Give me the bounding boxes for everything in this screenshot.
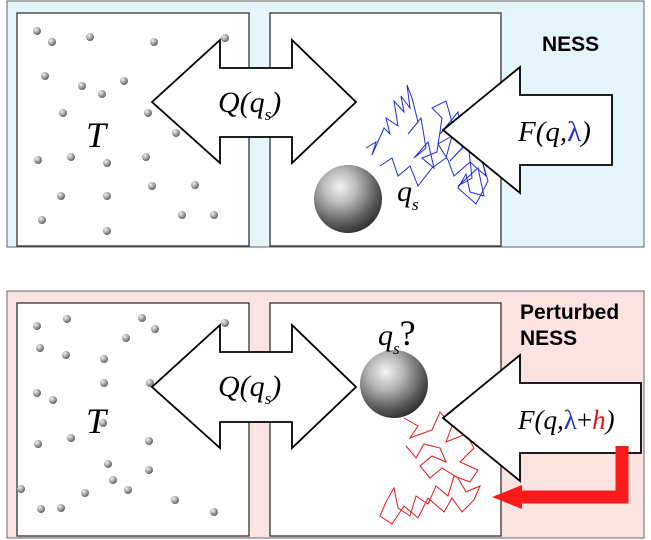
particle-trajectory	[379, 411, 481, 525]
heat-exchange-arrow	[150, 37, 358, 166]
heat-exchange-arrow	[150, 322, 358, 451]
panel-perturbed-ness: T Q(qs) qs? F(q,λ+h) Perturbed NESS	[6, 290, 645, 539]
panel-label-line-1: NESS	[542, 33, 599, 56]
bath-temperature-label: T	[86, 401, 109, 441]
panel-label-line-2: NESS	[520, 327, 577, 350]
heat-label: Q(qs)	[218, 370, 281, 408]
particle-label: qs	[397, 175, 419, 214]
system-particle	[314, 165, 382, 233]
system-particle	[360, 350, 428, 418]
panel-ness: T Q(qs) qs F(q,λ) NESS	[6, 0, 645, 248]
driving-force-arrow	[441, 353, 642, 483]
force-label: F(q,λ+h)	[517, 405, 615, 435]
bath-particles	[33, 27, 229, 235]
bath-temperature-label: T	[86, 115, 109, 155]
heat-label: Q(qs)	[218, 86, 281, 124]
particle-trajectory	[365, 84, 489, 205]
bath-particles	[17, 314, 229, 516]
particle-label: qs?	[378, 313, 416, 358]
force-label: F(q,λ)	[517, 116, 591, 148]
driving-force-arrow	[441, 65, 613, 195]
perturbation-arrow	[492, 446, 629, 509]
panel-label-line-1: Perturbed	[520, 301, 619, 324]
